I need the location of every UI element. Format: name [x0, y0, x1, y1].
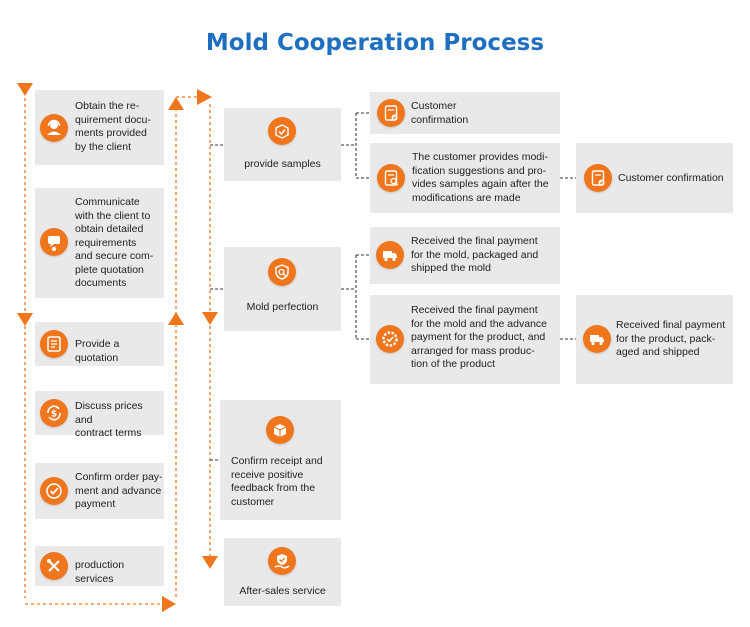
step-mold-perfection: Mold perfection: [224, 247, 341, 331]
step-discuss-prices: $ Discuss prices and contract terms: [35, 391, 164, 439]
package-icon: [266, 416, 294, 444]
chat-person-icon: [40, 228, 68, 256]
branch-label: Customer confirmation: [411, 100, 469, 126]
step-after-sales-service: After-sales service: [224, 538, 341, 606]
step-obtain-requirements: Obtain the re- quirement docu- ments pro…: [35, 90, 164, 165]
step-provide-samples: provide samples: [224, 108, 341, 181]
sample-box-icon: [268, 117, 296, 145]
down-arrow-icon: [17, 83, 33, 96]
step-label: Provide a quotation: [75, 338, 120, 364]
right-arrow-icon: [162, 596, 176, 612]
down-arrow-icon: [17, 313, 33, 326]
step-confirm-receipt: Confirm receipt and receive positive fee…: [220, 400, 341, 520]
branch-label: Received final payment for the product, …: [616, 319, 726, 358]
up-arrow-icon: [168, 312, 184, 325]
step-label: provide samples: [244, 158, 321, 170]
down-arrow-icon: [202, 312, 218, 325]
step-label: Confirm receipt and receive positive fee…: [231, 455, 323, 508]
branch-mass-production: Received the final payment for the mold …: [370, 295, 560, 384]
step-label: production services: [75, 559, 125, 585]
person-headset-icon: [40, 114, 68, 142]
gear-check-icon: [376, 325, 404, 353]
step-label: Confirm order pay- ment and advance paym…: [75, 471, 163, 510]
branch-modification-suggestions: The customer provides modi- fication sug…: [370, 143, 560, 213]
step-label: After-sales service: [239, 585, 326, 597]
branch-label: Received the final payment for the mold,…: [411, 235, 539, 274]
branch-customer-confirmation: Customer confirmation: [370, 92, 560, 134]
document-check-icon: [377, 99, 405, 127]
branch-customer-confirmation-final: Customer confirmation: [576, 143, 733, 213]
step-confirm-order-payment: Confirm order pay- ment and advance paym…: [35, 463, 164, 519]
price-cycle-icon: $: [40, 399, 68, 427]
hand-shield-icon: [268, 547, 296, 575]
document-search-icon: [377, 164, 405, 192]
step-communicate-client: Communicate with the client to obtain de…: [35, 188, 164, 298]
step-label: Communicate with the client to obtain de…: [75, 196, 154, 289]
down-arrow-icon: [202, 556, 218, 569]
document-check-icon: [584, 164, 612, 192]
branch-product-shipped: Received final payment for the product, …: [576, 295, 733, 384]
step-production-services: production services: [35, 546, 164, 586]
branch-label: Customer confirmation: [618, 172, 724, 184]
right-arrow-icon: [197, 89, 212, 105]
checkmark-icon: [40, 477, 68, 505]
step-label: Mold perfection: [246, 301, 319, 313]
delivery-truck-icon: [583, 325, 611, 353]
svg-text:$: $: [51, 410, 57, 420]
step-label: Obtain the re- quirement docu- ments pro…: [75, 100, 151, 153]
page-title: Mold Cooperation Process: [205, 30, 545, 56]
step-provide-quotation: Provide a quotation: [35, 322, 164, 366]
branch-mold-shipped: Received the final payment for the mold,…: [370, 227, 560, 284]
branch-label: The customer provides modi- fication sug…: [412, 151, 549, 204]
quotation-document-icon: [40, 330, 68, 358]
tools-icon: [40, 552, 68, 580]
step-label: Discuss prices and contract terms: [75, 400, 143, 439]
delivery-truck-icon: [376, 241, 404, 269]
shield-search-icon: [268, 258, 296, 286]
up-arrow-icon: [168, 97, 184, 110]
branch-label: Received the final payment for the mold …: [411, 304, 548, 370]
